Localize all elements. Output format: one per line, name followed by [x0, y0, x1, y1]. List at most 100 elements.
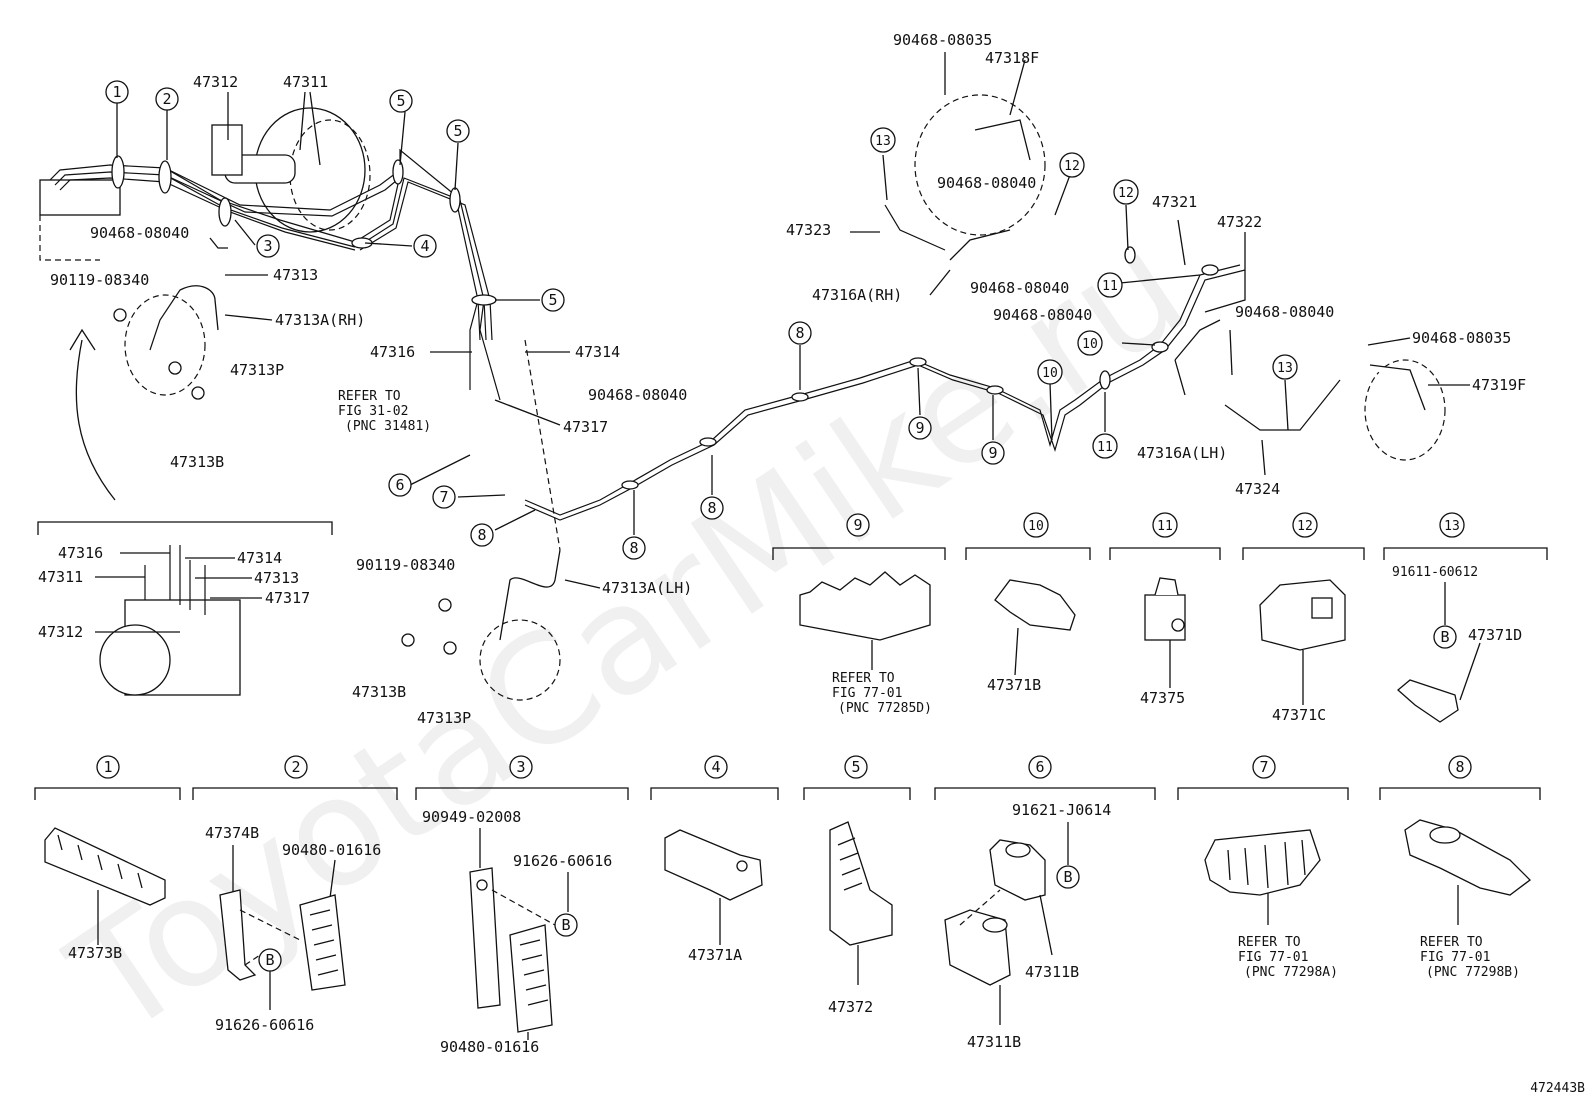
callout-5c: 5	[541, 288, 565, 312]
detail-callout-5: 5	[844, 755, 868, 779]
svg-text:8: 8	[707, 499, 716, 517]
label-47316A-RH: 47316A(RH)	[812, 286, 902, 304]
label-90468-08035-b: 90468-08035	[1412, 329, 1511, 347]
callout-12a: 12	[1059, 152, 1085, 178]
svg-text:1: 1	[103, 758, 112, 776]
d13-bolt-label: 91611-60612	[1392, 565, 1478, 580]
label-47318F: 47318F	[985, 49, 1039, 67]
callout-8d: 8	[788, 321, 812, 345]
svg-text:13: 13	[1444, 519, 1460, 534]
inset-label-47316: 47316	[58, 544, 103, 562]
label-90468-08035-a: 90468-08035	[893, 31, 992, 49]
detail-callout-11: 11	[1152, 512, 1178, 538]
svg-text:7: 7	[439, 488, 448, 506]
svg-text:B: B	[561, 916, 570, 934]
callout-9b: 9	[981, 441, 1005, 465]
label-47323: 47323	[786, 221, 831, 239]
label-47313: 47313	[273, 266, 318, 284]
detail-callout-1: 1	[96, 755, 120, 779]
callout-11b: 11	[1097, 272, 1123, 298]
d7-refer-line3: (PNC 77298A)	[1244, 965, 1338, 980]
refer-31-line1: REFER TO	[338, 389, 401, 404]
label-90468-08040-e: 90468-08040	[993, 306, 1092, 324]
svg-text:4: 4	[420, 237, 429, 255]
d9-refer-line3: (PNC 77285D)	[838, 701, 932, 716]
label-90119-08340-a: 90119-08340	[50, 271, 149, 289]
inset-label-47312: 47312	[38, 623, 83, 641]
detail-callout-10: 10	[1023, 512, 1049, 538]
svg-text:9: 9	[853, 516, 862, 534]
d2-bracket-label: 47374B	[205, 824, 259, 842]
svg-text:13: 13	[875, 134, 891, 149]
svg-text:5: 5	[851, 758, 860, 776]
d8-refer-line3: (PNC 77298B)	[1426, 965, 1520, 980]
callout-12b: 12	[1113, 179, 1139, 205]
d3-b-label: 91626-60616	[513, 852, 612, 870]
detail-row-lower: 1 2 3 4 5 6 7 8 47373B 47374B 90480-0161…	[34, 755, 1541, 1056]
inset-labels: 47316 47314 47311 47313 47317 47312	[38, 544, 310, 641]
d6-lower-bracket-label: 47311B	[967, 1033, 1021, 1051]
label-47321: 47321	[1152, 193, 1197, 211]
inset-label-47314: 47314	[237, 549, 282, 567]
d6-upper-bracket-label: 47311B	[1025, 963, 1079, 981]
svg-text:9: 9	[915, 419, 924, 437]
callout-9a: 9	[908, 416, 932, 440]
d8-refer-line1: REFER TO	[1420, 935, 1483, 950]
label-90119-08340-b: 90119-08340	[356, 556, 455, 574]
d9-refer-line1: REFER TO	[832, 671, 895, 686]
inset-label-47311: 47311	[38, 568, 83, 586]
label-47313B-b: 47313B	[352, 683, 406, 701]
d10-label: 47371B	[987, 676, 1041, 694]
svg-text:3: 3	[516, 758, 525, 776]
label-90468-08040-d: 90468-08040	[970, 279, 1069, 297]
main-assembly	[39, 94, 1446, 701]
svg-text:3: 3	[263, 237, 272, 255]
callout-6: 6	[388, 473, 412, 497]
callout-13b: 13	[1272, 354, 1298, 380]
d11-label: 47375	[1140, 689, 1185, 707]
d6-bolt-label: 91621-J0614	[1012, 801, 1111, 819]
detail-callout-9: 9	[846, 513, 870, 537]
svg-text:5: 5	[548, 291, 557, 309]
label-47312: 47312	[193, 73, 238, 91]
d13-bracket-label: 47371D	[1468, 626, 1522, 644]
svg-text:11: 11	[1097, 440, 1113, 455]
callout-11a: 11	[1092, 433, 1118, 459]
svg-text:12: 12	[1297, 519, 1313, 534]
svg-text:5: 5	[453, 122, 462, 140]
detail-callout-12: 12	[1292, 512, 1318, 538]
svg-text:7: 7	[1259, 758, 1268, 776]
svg-text:8: 8	[629, 539, 638, 557]
figure-code: 472443B	[1530, 1081, 1585, 1096]
label-90468-08040-c: 90468-08040	[937, 174, 1036, 192]
label-47324: 47324	[1235, 480, 1280, 498]
callout-5a: 5	[389, 89, 413, 113]
d2-bolt-label: 91626-60616	[215, 1016, 314, 1034]
svg-text:2: 2	[162, 90, 171, 108]
callout-4: 4	[413, 234, 437, 258]
callout-2: 2	[155, 87, 179, 111]
svg-text:2: 2	[291, 758, 300, 776]
svg-text:11: 11	[1102, 279, 1118, 294]
svg-text:1: 1	[112, 83, 121, 101]
svg-text:4: 4	[711, 758, 720, 776]
label-90468-08040-b: 90468-08040	[588, 386, 687, 404]
svg-text:10: 10	[1042, 366, 1058, 381]
svg-text:5: 5	[396, 92, 405, 110]
d2-b-marker: B	[258, 948, 282, 972]
label-47319F: 47319F	[1472, 376, 1526, 394]
detail-callout-6: 6	[1028, 755, 1052, 779]
callout-10b: 10	[1077, 330, 1103, 356]
refer-31-line2: FIG 31-02	[338, 404, 408, 419]
label-47317: 47317	[563, 418, 608, 436]
detail-callout-4: 4	[704, 755, 728, 779]
d8-refer-line2: FIG 77-01	[1420, 950, 1490, 965]
detail-callout-8: 8	[1448, 755, 1472, 779]
callout-8a: 8	[470, 523, 494, 547]
d1-label: 47373B	[68, 944, 122, 962]
label-47322: 47322	[1217, 213, 1262, 231]
abs-block-inset	[37, 521, 333, 696]
svg-text:12: 12	[1118, 186, 1134, 201]
svg-text:12: 12	[1064, 159, 1080, 174]
refer-31-line3: (PNC 31481)	[345, 419, 431, 434]
